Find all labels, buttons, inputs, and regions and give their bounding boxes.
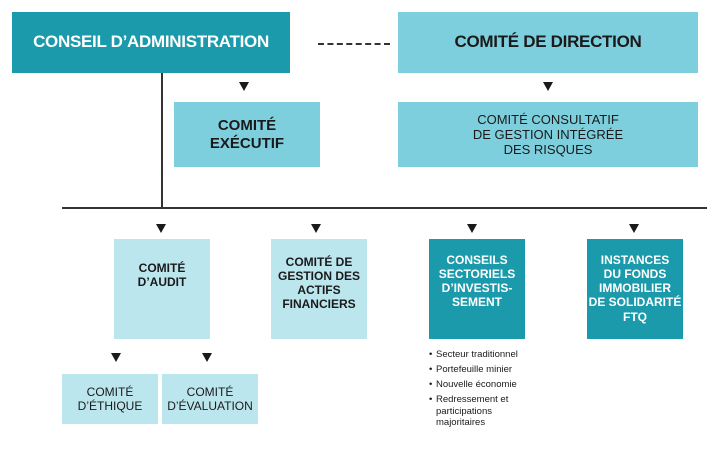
- node-comite-consultatif: COMITÉ CONSULTATIF DE GESTION INTÉGRÉE D…: [398, 102, 698, 167]
- list-item: Nouvelle économie: [429, 379, 539, 391]
- list-item: Portefeuille minier: [429, 364, 539, 376]
- node-comite-audit: COMITÉ D’AUDIT: [114, 239, 210, 339]
- node-comite-executif: COMITÉ EXÉCUTIF: [174, 102, 320, 167]
- list-item: Redressement et participations majoritai…: [429, 394, 539, 430]
- node-comite-direction-label: COMITÉ DE DIRECTION: [454, 32, 642, 52]
- node-conseils-sectoriels: CONSEILS SECTORIELS D’INVESTIS- SEMENT: [429, 239, 525, 339]
- node-comite-direction: COMITÉ DE DIRECTION: [398, 12, 698, 73]
- arrow-consultatif: [543, 82, 553, 91]
- node-comite-gestion-actifs-label: COMITÉ DE GESTION DES ACTIFS FINANCIERS: [277, 255, 360, 312]
- node-comite-executif-label: COMITÉ EXÉCUTIF: [209, 116, 285, 152]
- list-item: Secteur traditionnel: [429, 349, 539, 361]
- arrow-evaluation: [202, 353, 212, 362]
- sector-list: Secteur traditionnel Portefeuille minier…: [429, 349, 539, 432]
- node-comite-evaluation: COMITÉ D’ÉVALUATION: [162, 374, 258, 424]
- node-conseil-administration-label: CONSEIL D’ADMINISTRATION: [33, 32, 269, 52]
- arrow-executif: [239, 82, 249, 91]
- node-comite-ethique: COMITÉ D’ÉTHIQUE: [62, 374, 158, 424]
- node-comite-evaluation-label: COMITÉ D’ÉVALUATION: [167, 384, 253, 413]
- trunk-line: [161, 73, 163, 207]
- dashed-connector: [318, 43, 390, 45]
- arrow-conseils-sectoriels: [467, 224, 477, 233]
- horizontal-separator: [62, 207, 707, 209]
- arrow-audit: [156, 224, 166, 233]
- node-comite-audit-label: COMITÉ D’AUDIT: [137, 261, 187, 290]
- arrow-instances-fonds: [629, 224, 639, 233]
- node-instances-fonds: INSTANCES DU FONDS IMMOBILIER DE SOLIDAR…: [587, 239, 683, 339]
- arrow-ethique: [111, 353, 121, 362]
- arrow-gestion-actifs: [311, 224, 321, 233]
- node-comite-ethique-label: COMITÉ D’ÉTHIQUE: [77, 384, 143, 413]
- node-conseils-sectoriels-label: CONSEILS SECTORIELS D’INVESTIS- SEMENT: [438, 253, 516, 310]
- node-conseil-administration: CONSEIL D’ADMINISTRATION: [12, 12, 290, 73]
- node-comite-consultatif-label: COMITÉ CONSULTATIF DE GESTION INTÉGRÉE D…: [472, 111, 624, 158]
- node-comite-gestion-actifs: COMITÉ DE GESTION DES ACTIFS FINANCIERS: [271, 239, 367, 339]
- node-instances-fonds-label: INSTANCES DU FONDS IMMOBILIER DE SOLIDAR…: [588, 253, 682, 324]
